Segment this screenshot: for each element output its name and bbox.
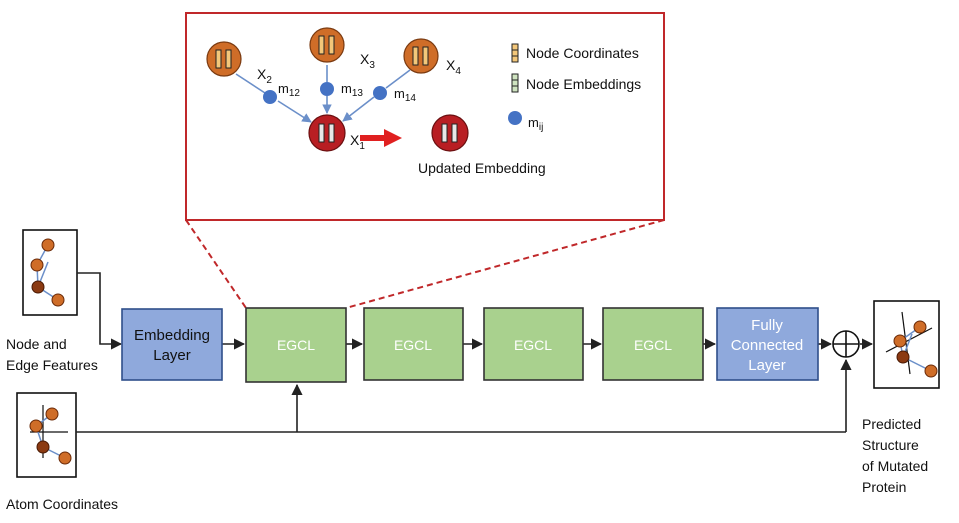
zoom-line-right <box>345 219 665 309</box>
egcl-label-3: EGCL <box>514 337 552 353</box>
node-x2 <box>206 41 242 77</box>
legend-embeddings-label: Node Embeddings <box>526 76 641 92</box>
node-edge-features-label-line1: Node and <box>6 336 67 352</box>
label-m14: m14 <box>394 86 416 104</box>
egcl-box-2 <box>363 307 464 381</box>
node-edge-features-label-line2: Edge Features <box>6 357 98 373</box>
node-x4 <box>403 38 439 74</box>
label-x1: X1 <box>350 132 365 152</box>
message-dot-m13 <box>320 82 334 96</box>
node-x1 <box>308 114 346 152</box>
zoom-line-left <box>185 219 247 309</box>
label-m12: m12 <box>278 81 300 99</box>
fully-connected-label-line2: Connected <box>731 337 804 354</box>
egcl-label-1: EGCL <box>277 337 315 353</box>
message-dot-m14 <box>373 86 387 100</box>
label-x2: X2 <box>257 66 272 86</box>
predicted-structure-label-line4: Protein <box>862 479 906 495</box>
egcl-label-4: EGCL <box>634 337 672 353</box>
egcl-box-4 <box>602 307 704 381</box>
edge-m14-x1 <box>342 96 375 122</box>
legend-mij-label: mij <box>528 115 543 133</box>
legend-message-dot-icon <box>508 111 522 125</box>
node-x3 <box>309 27 345 63</box>
message-dot-m12 <box>263 90 277 104</box>
update-arrow <box>360 129 402 147</box>
egcl-box-1 <box>245 307 347 383</box>
label-m13: m13 <box>341 81 363 99</box>
predicted-structure-label-line3: of Mutated <box>862 458 928 474</box>
embedding-layer-label-line2: Layer <box>153 347 191 364</box>
node-updated <box>431 114 469 152</box>
egcl-box-3 <box>483 307 584 381</box>
legend-coords-icon <box>511 43 519 63</box>
edge-x4-m14 <box>385 69 411 89</box>
egcl-label-2: EGCL <box>394 337 432 353</box>
predicted-structure-label-line2: Structure <box>862 437 919 453</box>
legend-embeddings-icon <box>511 73 519 93</box>
fully-connected-label-line3: Layer <box>748 357 786 374</box>
sum-operator-icon <box>832 330 860 358</box>
predicted-structure-thumbnail <box>873 300 940 389</box>
atom-coordinates-label: Atom Coordinates <box>6 496 118 512</box>
atom-coordinates-thumbnail <box>16 392 77 478</box>
embedding-layer-label-line1: Embedding <box>134 327 210 344</box>
node-edge-features-thumbnail <box>22 229 78 316</box>
edge-x2-m12 <box>235 73 266 94</box>
connector-features-to-embedding <box>77 272 123 350</box>
label-x4: X4 <box>446 57 461 77</box>
label-x3: X3 <box>360 51 375 71</box>
updated-embedding-label: Updated Embedding <box>418 160 546 176</box>
fully-connected-layer-box <box>716 307 819 381</box>
fully-connected-label-line1: Fully <box>751 317 783 334</box>
predicted-structure-label-line1: Predicted <box>862 416 921 432</box>
embedding-layer-box <box>121 308 223 381</box>
legend-coords-label: Node Coordinates <box>526 45 639 61</box>
edge-m12-x1 <box>277 100 312 123</box>
